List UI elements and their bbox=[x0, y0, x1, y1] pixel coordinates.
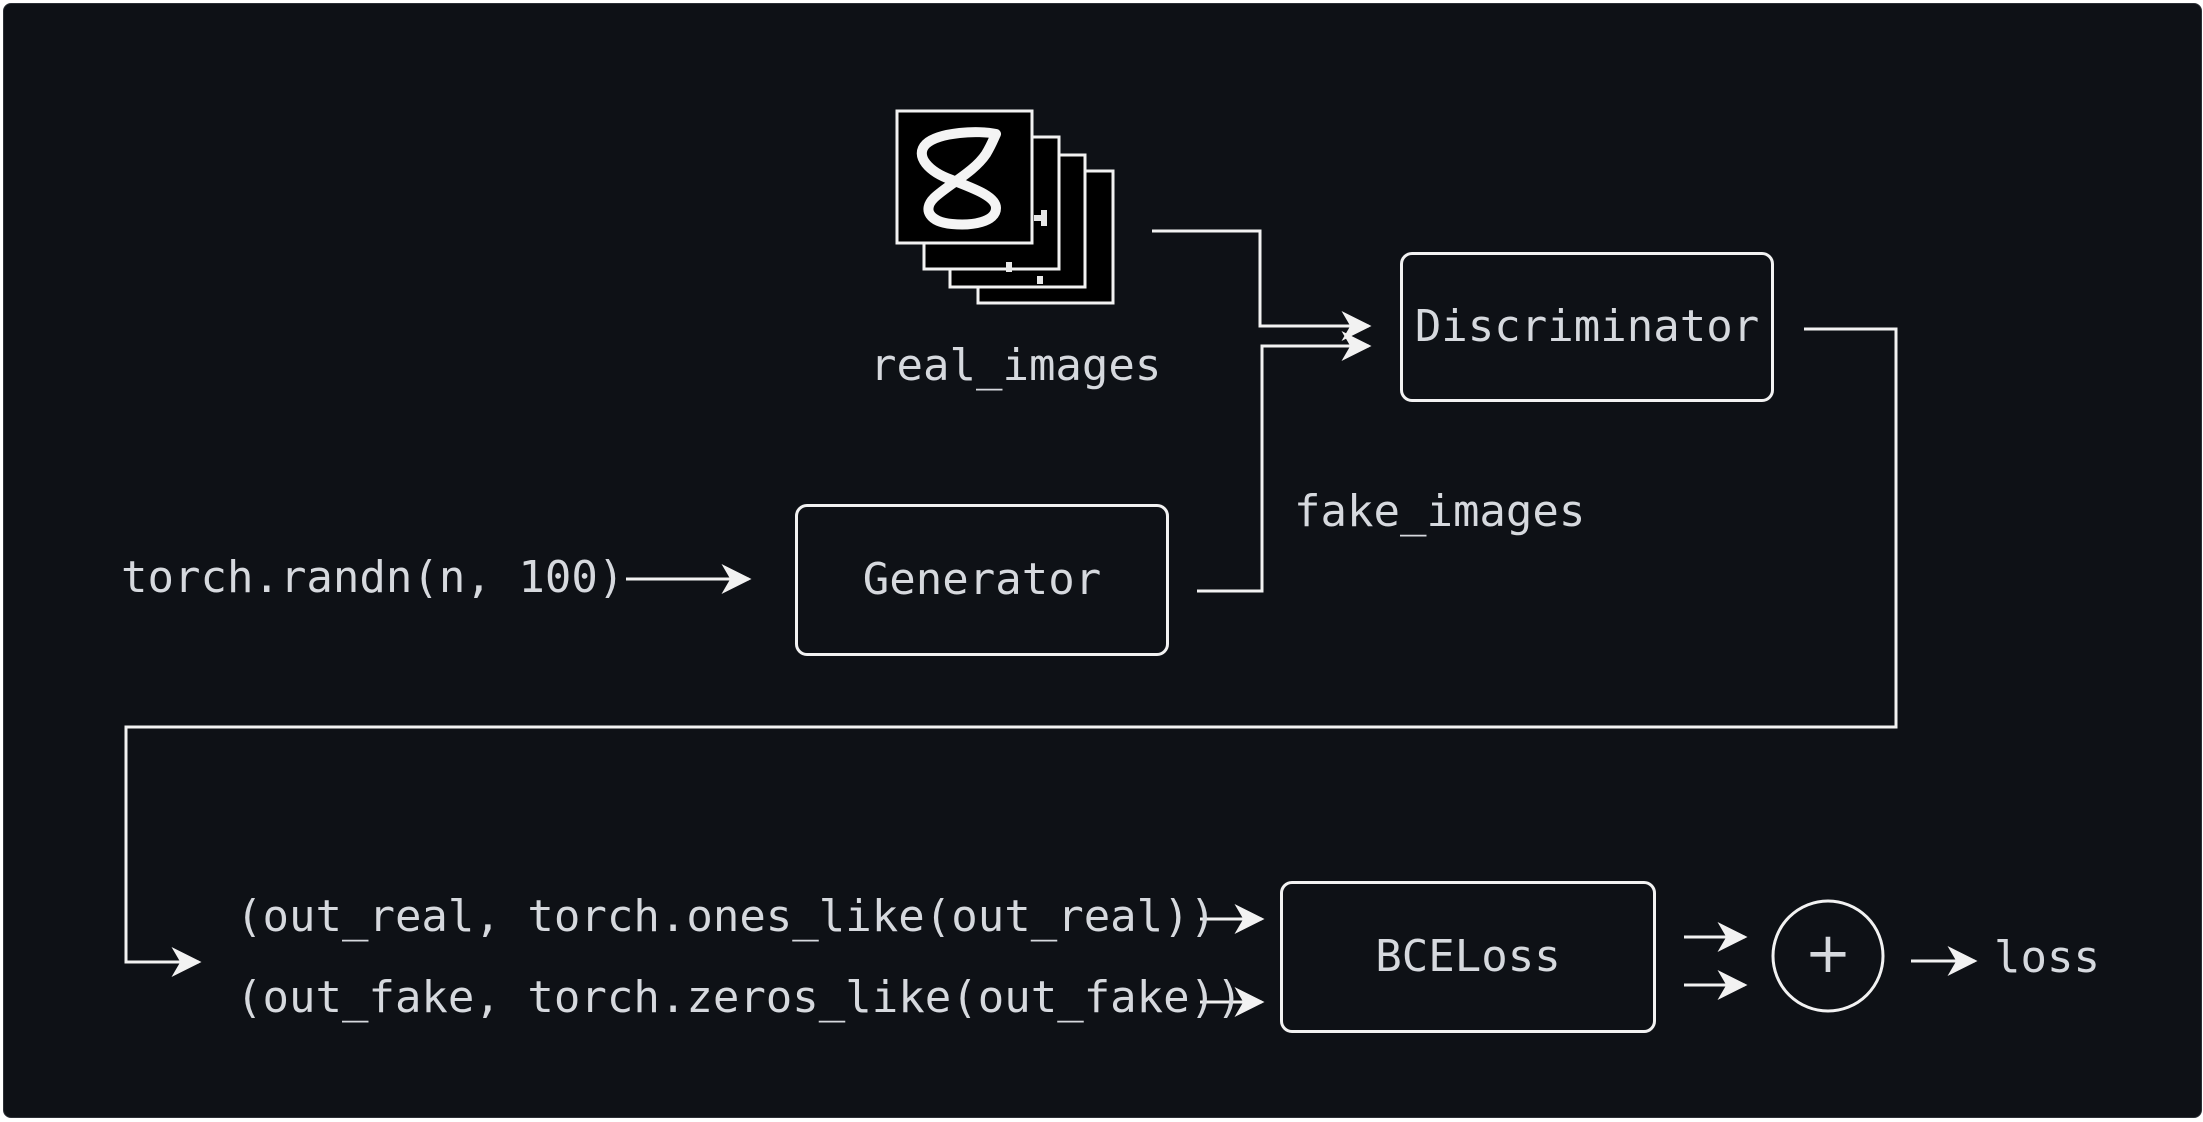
generator-box[interactable]: Generator bbox=[795, 504, 1169, 656]
noise-input-label: torch.randn(n, 100) bbox=[121, 552, 625, 603]
real-images-connector bbox=[1152, 229, 1372, 341]
real-pair-label: (out_real, torch.ones_like(out_real)) bbox=[236, 891, 1217, 942]
generator-label: Generator bbox=[862, 554, 1102, 605]
discriminator-box[interactable]: Discriminator bbox=[1400, 252, 1774, 402]
bceloss-label: BCELoss bbox=[1375, 931, 1561, 982]
fake-pair-label: (out_fake, torch.zeros_like(out_fake)) bbox=[236, 972, 1243, 1023]
discriminator-label: Discriminator bbox=[1414, 301, 1760, 352]
bceloss-box[interactable]: BCELoss bbox=[1280, 881, 1656, 1033]
sum-node bbox=[1771, 899, 1885, 1013]
mnist-digit-stack-icon bbox=[895, 109, 1115, 305]
sum-symbol: + bbox=[1804, 921, 1852, 986]
fake-images-connector bbox=[1197, 331, 1372, 593]
fake-images-label: fake_images bbox=[1294, 486, 1586, 537]
real-images-label: real_images bbox=[870, 340, 1162, 391]
diagram-connectors bbox=[124, 109, 1978, 1017]
discriminator-output-connector bbox=[124, 327, 1898, 977]
diagram-canvas: Discriminator Generator BCELoss + real_i… bbox=[3, 3, 2202, 1118]
loss-output-label: loss bbox=[1994, 932, 2100, 983]
